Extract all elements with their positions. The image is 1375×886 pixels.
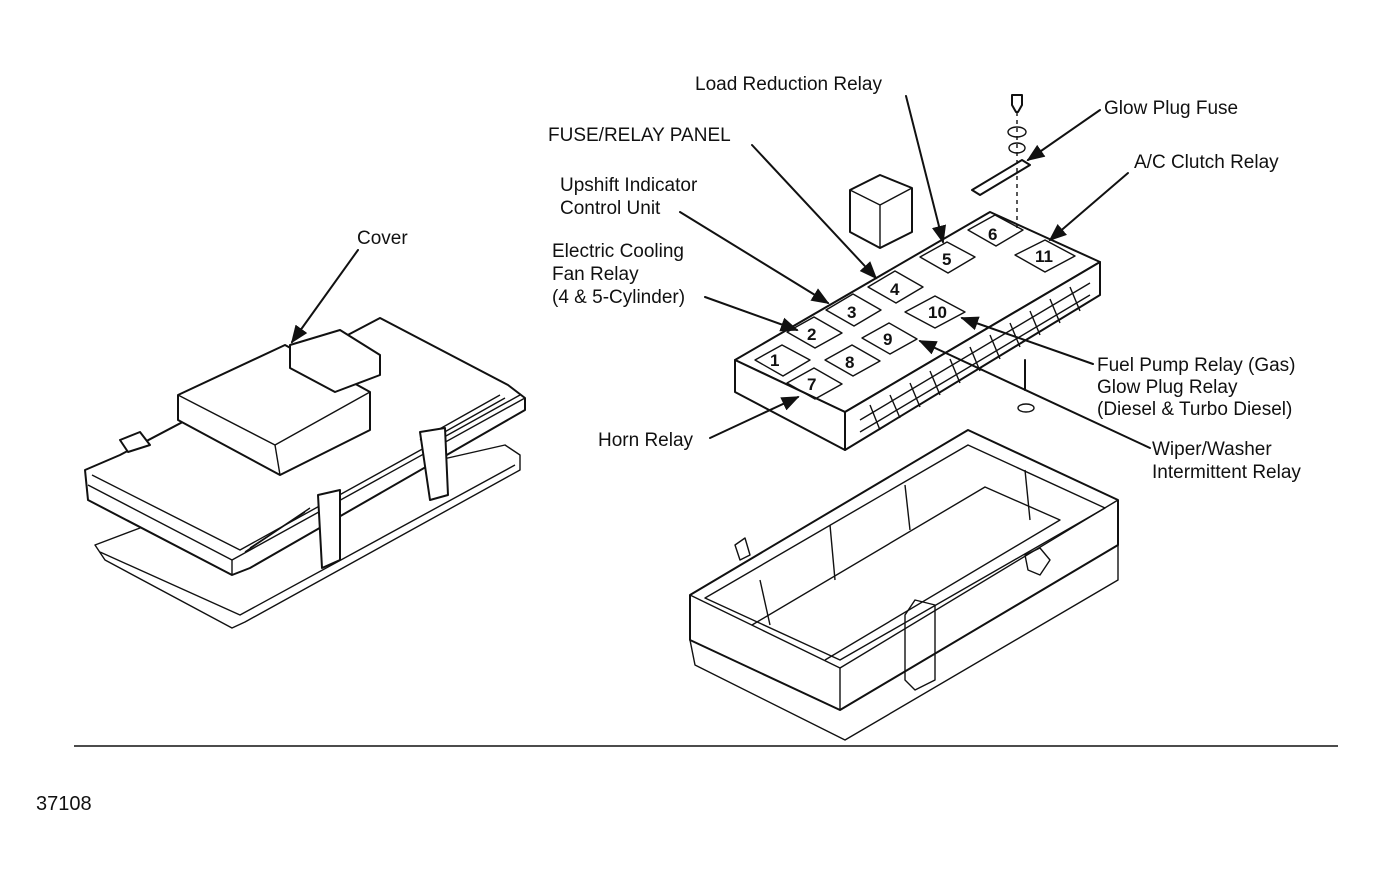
label-fan-relay: Fan Relay: [552, 264, 639, 285]
svg-text:11: 11: [1035, 247, 1053, 266]
figure-number: 37108: [36, 793, 92, 815]
svg-text:2: 2: [807, 325, 816, 344]
svg-text:3: 3: [847, 303, 856, 322]
svg-text:10: 10: [928, 303, 947, 322]
label-load-reduction-relay: Load Reduction Relay: [695, 74, 882, 95]
label-horn-relay: Horn Relay: [598, 430, 694, 451]
svg-text:5: 5: [942, 250, 951, 269]
label-electric-cooling: Electric Cooling: [552, 241, 684, 262]
label-upshift-indicator: Upshift Indicator: [560, 175, 698, 196]
svg-text:6: 6: [988, 225, 997, 244]
label-control-unit: Control Unit: [560, 198, 661, 219]
svg-text:9: 9: [883, 330, 892, 349]
label-intermittent-relay: Intermittent Relay: [1152, 462, 1301, 483]
cover-drawing: [84, 317, 526, 629]
relay-panel-drawing: 1 2 3 4 5 6 7 8 9 10 11: [734, 94, 1101, 451]
label-cylinder-note: (4 & 5-Cylinder): [552, 287, 685, 308]
svg-text:8: 8: [845, 353, 854, 372]
labels: Cover Load Reduction Relay Glow Plug Fus…: [357, 74, 1301, 483]
svg-text:1: 1: [770, 351, 779, 370]
label-ac-clutch-relay: A/C Clutch Relay: [1134, 152, 1279, 173]
label-diesel-note: (Diesel & Turbo Diesel): [1097, 399, 1292, 420]
label-wiper-washer: Wiper/Washer: [1152, 439, 1272, 460]
label-fuel-pump-relay: Fuel Pump Relay (Gas): [1097, 355, 1296, 376]
callout-lines: [290, 95, 1151, 449]
label-glow-plug-relay: Glow Plug Relay: [1097, 377, 1238, 398]
label-cover: Cover: [357, 228, 408, 249]
open-box-drawing: [689, 429, 1119, 741]
svg-text:4: 4: [890, 280, 900, 299]
label-glow-plug-fuse: Glow Plug Fuse: [1104, 98, 1238, 119]
label-fuse-relay-panel: FUSE/RELAY PANEL: [548, 125, 731, 146]
svg-text:7: 7: [807, 375, 816, 394]
